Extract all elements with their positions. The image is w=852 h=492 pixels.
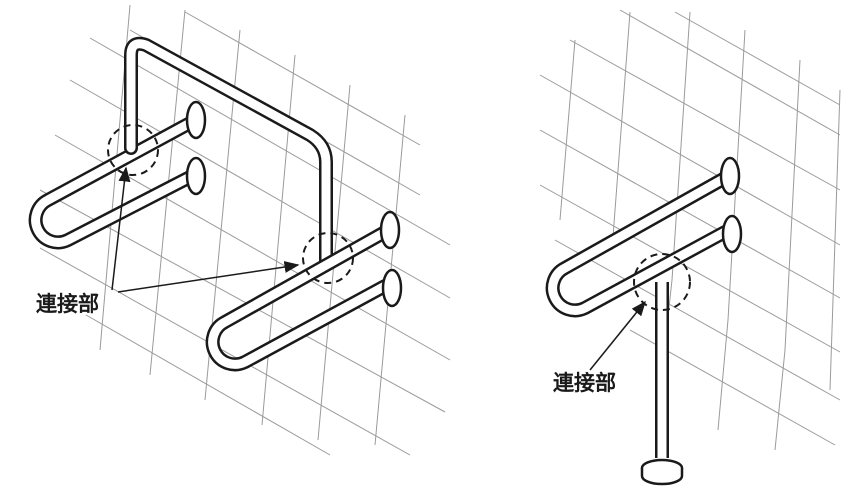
floor-support-post	[640, 282, 684, 486]
connector-rail-left	[124, 36, 333, 267]
grab-bar-left-lower	[205, 210, 403, 372]
joint-marker-left-2	[302, 232, 354, 284]
leader-arrow-right	[589, 300, 646, 371]
leader-arrow-left-1	[111, 166, 131, 291]
joint-label-left: 連接部	[36, 292, 99, 316]
grab-bar-right	[545, 156, 743, 318]
right-wall-grid	[539, 9, 841, 451]
grab-bar-left-upper	[28, 100, 207, 250]
right-figure	[539, 9, 841, 486]
joint-label-right: 連接部	[553, 371, 616, 395]
leader-arrow-left-2	[117, 261, 300, 293]
joint-marker-right	[633, 253, 691, 311]
joint-marker-left-1	[107, 124, 159, 176]
left-figure	[28, 4, 451, 456]
